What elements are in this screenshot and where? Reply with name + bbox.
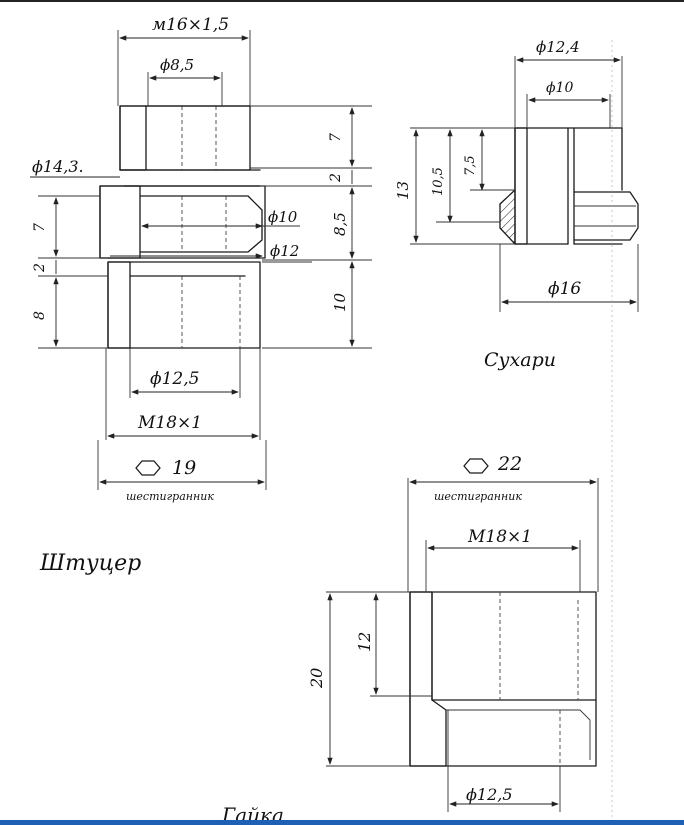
shtutser-drawing — [30, 30, 372, 490]
shtutser-title: Штуцер — [39, 551, 141, 576]
h-mid-label: 8,5 — [331, 212, 349, 236]
gaika-d-bore-label: ϕ12,5 — [466, 785, 513, 804]
gaika-title: Гайка — [221, 803, 284, 825]
sukhari-h-7-5-label: 7,5 — [463, 155, 478, 176]
sukhari-d-outer-label: ϕ12,4 — [536, 38, 580, 56]
gaika-thread-label: М18×1 — [467, 527, 532, 547]
left-h8-label: 8 — [32, 311, 48, 320]
h-top-label: 7 — [328, 133, 344, 142]
d-bottom-bore-label: ϕ12,5 — [150, 369, 199, 389]
gaika-hex-size-label: 22 — [497, 453, 522, 475]
gaika-h-total-label: 20 — [307, 668, 326, 689]
hex-symbol-icon — [135, 460, 161, 476]
hex-size-19-label: 19 — [172, 457, 196, 479]
shtutser-hex-body — [99, 185, 266, 259]
shtutser-hex-hatch — [99, 185, 141, 259]
sukhari-h-total-label: 13 — [394, 181, 412, 200]
sukhari-title: Сухари — [484, 349, 556, 371]
shtutser-lower-hatch — [107, 261, 131, 349]
shtutser-top-body — [119, 105, 251, 171]
sukhari-h-10-5-label: 10,5 — [431, 167, 446, 196]
sukhari-d-bottom-label: ϕ16 — [548, 279, 581, 299]
thread-top-label: м16×1,5 — [152, 15, 229, 35]
d-collar-label: ϕ14,3. — [32, 157, 84, 176]
hex-label-2: шестигранник — [434, 490, 522, 503]
top-border — [0, 0, 684, 2]
shtutser-lower-body — [107, 261, 261, 349]
left-h7-label: 7 — [32, 223, 48, 232]
d-lower-label: ϕ12 — [270, 242, 299, 260]
sukhari-drawing — [410, 56, 639, 312]
shtutser-top-hatch — [119, 105, 147, 171]
window-bottom-bar — [0, 820, 684, 825]
h-low-label: 10 — [331, 292, 349, 312]
hex-label-1: шестигранник — [126, 490, 214, 503]
left-h2-label: 2 — [32, 263, 48, 273]
gaika-drawing — [326, 458, 599, 812]
d-mid-bore-label: ϕ10 — [268, 208, 298, 226]
thread-bottom-label: М18×1 — [137, 413, 202, 433]
d-top-bore-label: ϕ8,5 — [160, 56, 194, 74]
gaika-h-thread-label: 12 — [355, 632, 374, 652]
hex-symbol-icon-2 — [463, 458, 489, 474]
h-groove-label: 2 — [328, 173, 344, 183]
sukhari-d-inner-label: ϕ10 — [546, 80, 573, 96]
